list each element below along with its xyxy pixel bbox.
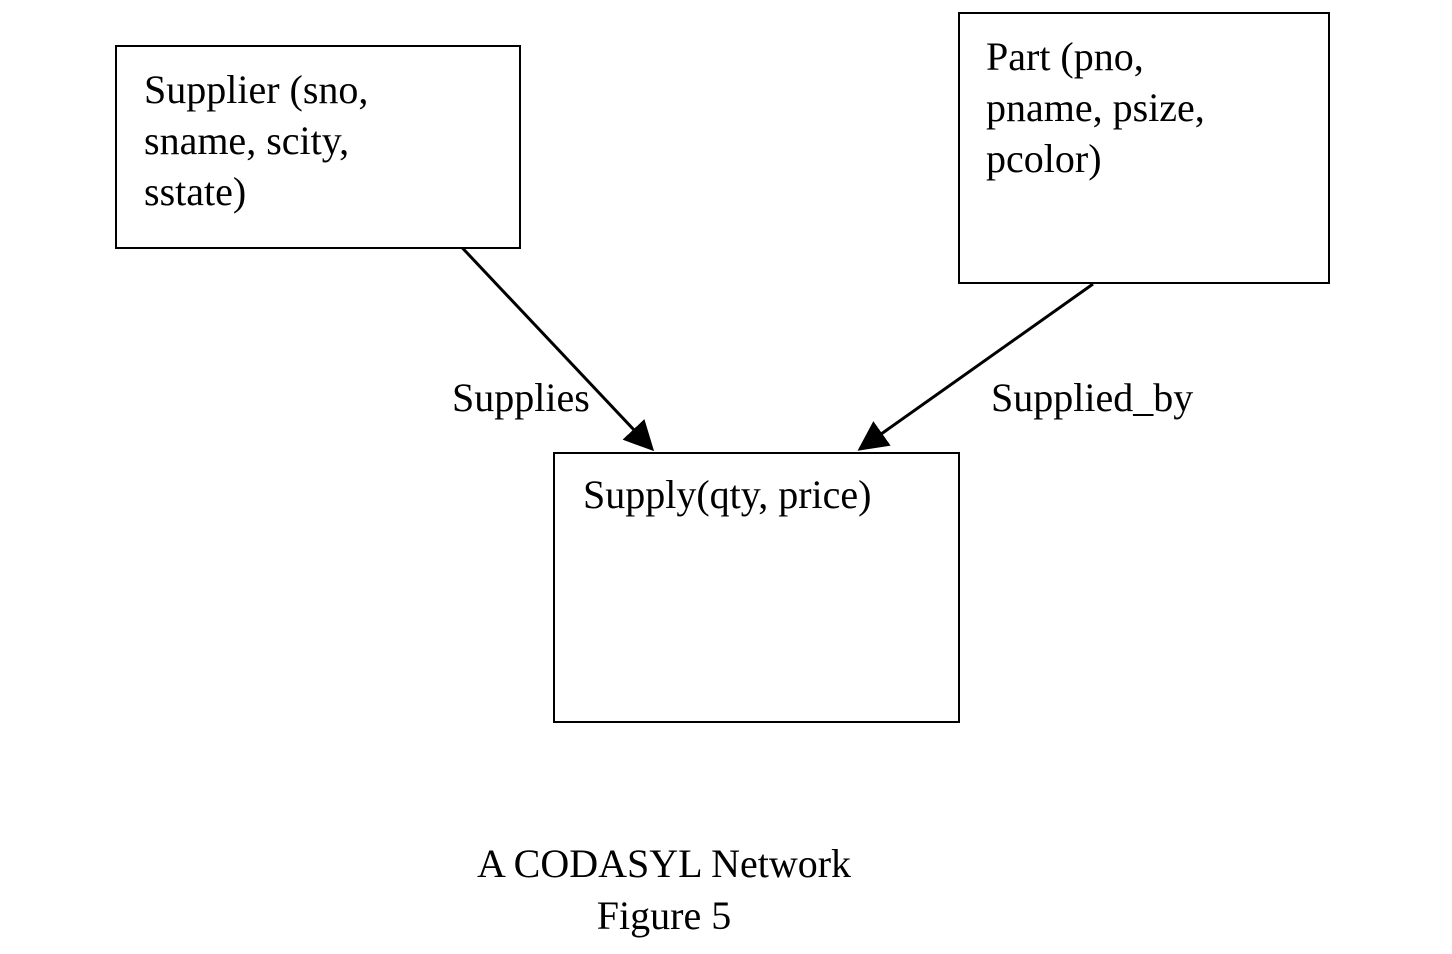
supplies-arrow [451,236,655,452]
figure-caption-title: A CODASYL Network [476,841,852,886]
supplied-by-arrow [857,282,1094,451]
part-record-box: Part (pno, pname, psize, pcolor) [958,12,1330,284]
supply-record-box: Supply(qty, price) [553,452,960,723]
part-record-label: Part (pno, pname, psize, pcolor) [986,34,1205,181]
supplier-record-label: Supplier (sno, sname, scity, sstate) [144,67,369,214]
supplied-by-edge-label: Supplied_by [991,375,1194,420]
supply-record-label: Supply(qty, price) [583,472,872,517]
figure-caption-number: Figure 5 [596,893,732,938]
supplies-edge-label: Supplies [452,375,590,420]
supplier-record-box: Supplier (sno, sname, scity, sstate) [115,45,521,249]
